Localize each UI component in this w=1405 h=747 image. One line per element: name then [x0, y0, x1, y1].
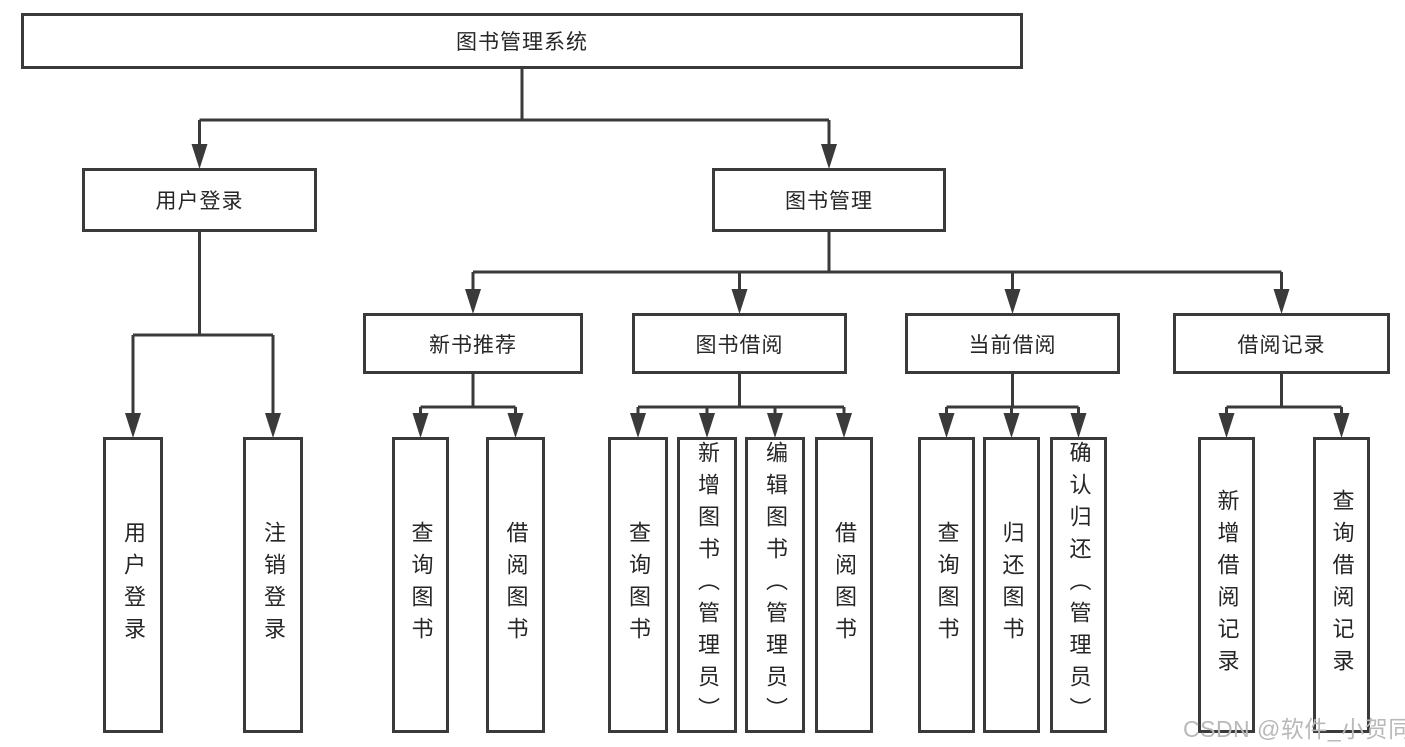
leaf-add-borrow-record-label: 新增借阅记录 — [1214, 489, 1240, 681]
node-book-borrow: 图书借阅 — [632, 313, 847, 374]
leaf-logout-login-label: 注销登录 — [261, 521, 286, 649]
leaf-borrow-book-label: 借阅图书 — [832, 521, 857, 649]
node-user-login-label: 用户登录 — [155, 190, 244, 213]
leaf-query-borrow-record-label: 查询借阅记录 — [1329, 489, 1355, 681]
node-root: 图书管理系统 — [21, 13, 1023, 69]
leaf-return-book-label: 归还图书 — [999, 521, 1025, 649]
node-book-borrow-label: 图书借阅 — [695, 333, 784, 357]
node-book-management-label: 图书管理 — [785, 190, 873, 213]
connector-book-management-to-level3 — [465, 230, 1290, 314]
node-new-book-recommend-label: 新书推荐 — [429, 333, 517, 357]
node-book-management: 图书管理 — [712, 168, 946, 232]
leaf-logout-login: 注销登录 — [243, 437, 303, 733]
leaf-user-login-label: 用户登录 — [121, 521, 146, 649]
node-user-login: 用户登录 — [82, 168, 317, 232]
leaf-query-book-borrow: 查询图书 — [608, 437, 668, 733]
node-current-borrow-label: 当前借阅 — [968, 333, 1057, 357]
leaf-borrow-book-recommend: 借阅图书 — [486, 437, 545, 733]
node-current-borrow: 当前借阅 — [905, 313, 1120, 374]
leaf-user-login: 用户登录 — [103, 437, 163, 733]
leaf-add-borrow-record: 新增借阅记录 — [1198, 437, 1255, 733]
leaf-add-book-admin-label: 新增图书（管理员） — [695, 441, 720, 729]
leaf-query-book-current-label: 查询图书 — [934, 521, 960, 649]
connector-current-borrow-to-leaves — [938, 372, 1087, 438]
csdn-watermark: CSDN @软件_小贺同学 — [1183, 716, 1405, 742]
leaf-query-borrow-record: 查询借阅记录 — [1313, 437, 1370, 733]
connector-new-book-recommend-to-leaves — [412, 372, 524, 438]
node-borrow-records-label: 借阅记录 — [1237, 333, 1326, 357]
connector-book-borrow-to-leaves — [630, 372, 852, 438]
connector-borrow-records-to-leaves — [1218, 372, 1350, 438]
connector-user-login-to-leaves — [125, 230, 281, 438]
leaf-query-book-current: 查询图书 — [918, 437, 975, 733]
leaf-return-book: 归还图书 — [983, 437, 1040, 733]
node-root-label: 图书管理系统 — [456, 31, 588, 54]
connector-root-to-level2 — [191, 66, 837, 169]
leaf-edit-book-admin-label: 编辑图书（管理员） — [763, 441, 788, 729]
leaf-edit-book-admin: 编辑图书（管理员） — [745, 437, 805, 733]
leaf-query-book-recommend-label: 查询图书 — [408, 521, 434, 649]
node-borrow-records: 借阅记录 — [1173, 313, 1390, 374]
leaf-confirm-return-admin-label: 确认归还（管理员） — [1066, 441, 1092, 729]
leaf-add-book-admin: 新增图书（管理员） — [677, 437, 737, 733]
node-new-book-recommend: 新书推荐 — [363, 313, 583, 374]
leaf-borrow-book-recommend-label: 借阅图书 — [503, 521, 529, 649]
leaf-confirm-return-admin: 确认归还（管理员） — [1050, 437, 1107, 733]
leaf-query-book-borrow-label: 查询图书 — [626, 521, 651, 649]
leaf-query-book-recommend: 查询图书 — [392, 437, 449, 733]
leaf-borrow-book: 借阅图书 — [815, 437, 873, 733]
